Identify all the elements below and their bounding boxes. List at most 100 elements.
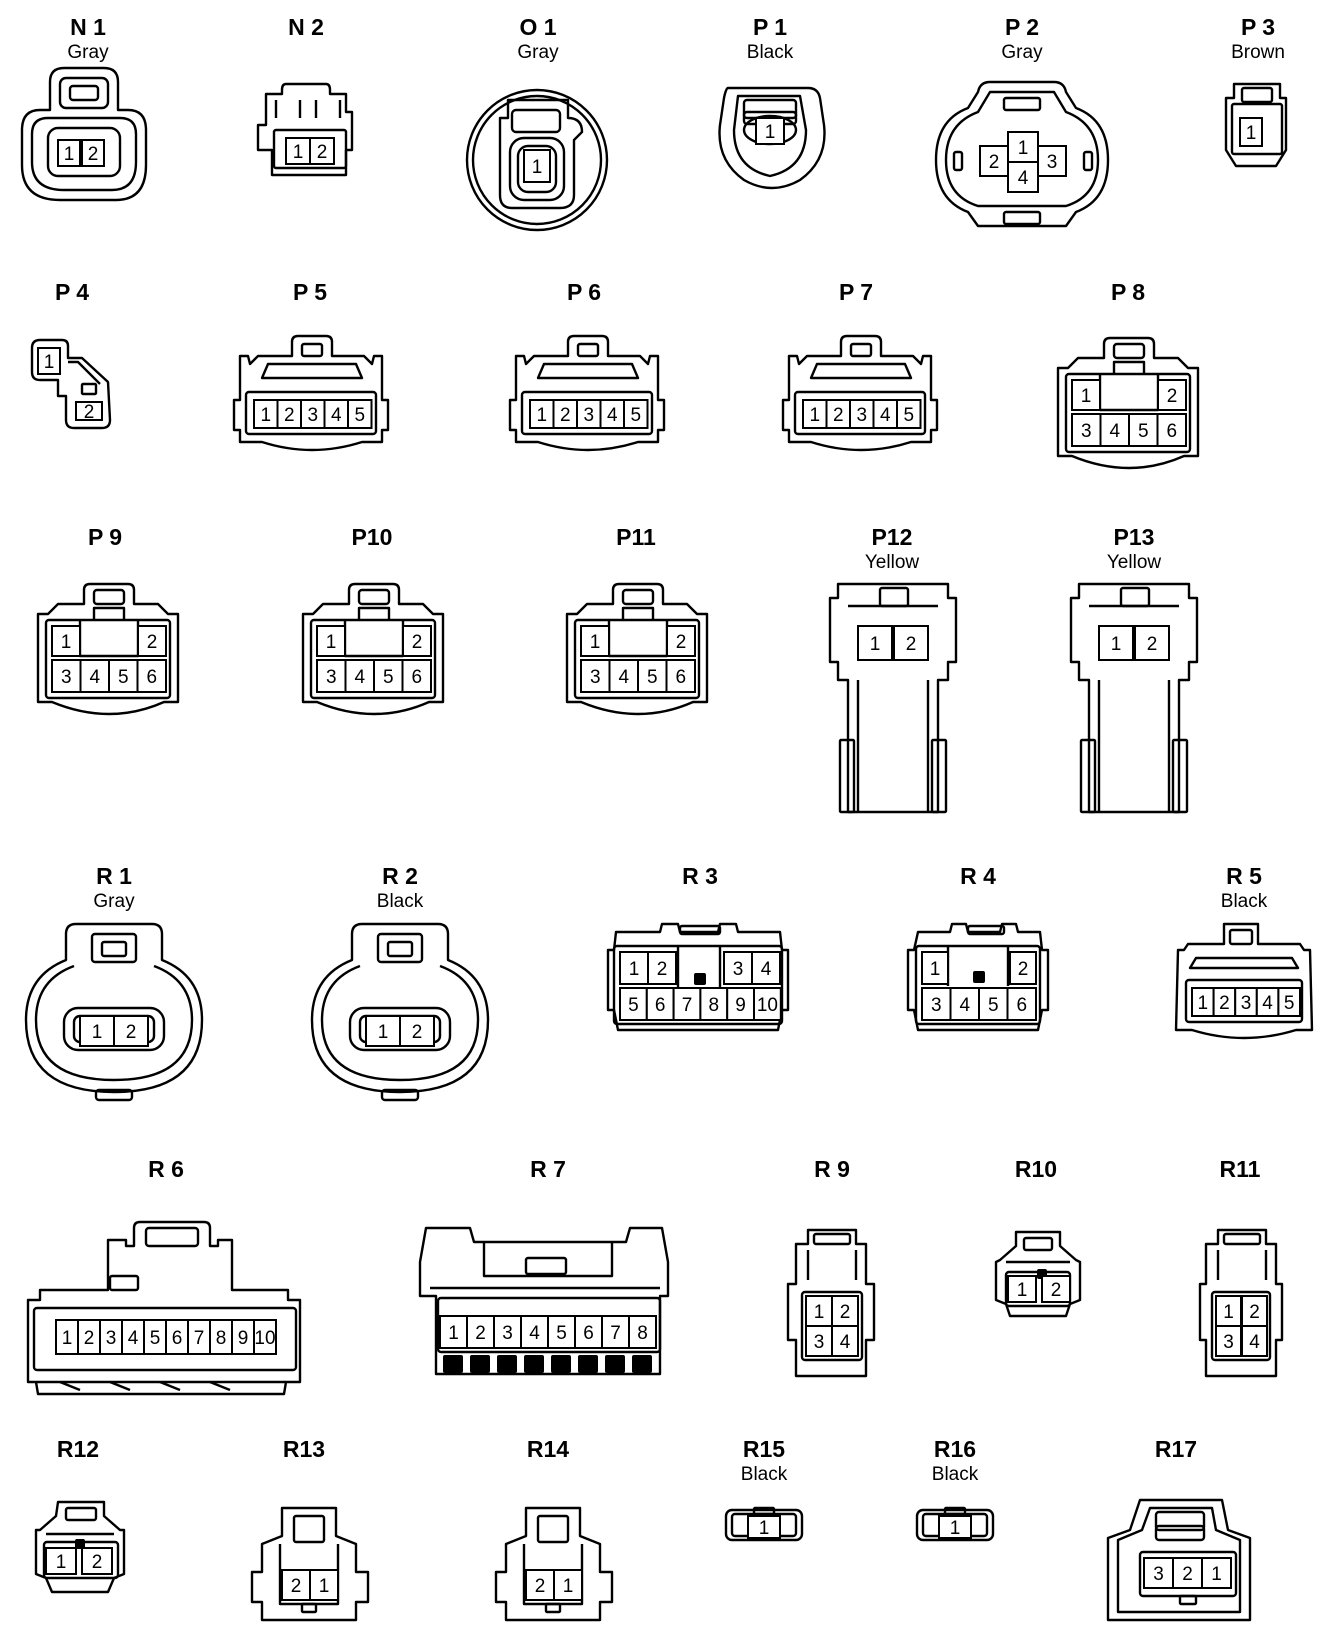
pin-cell xyxy=(45,1547,77,1575)
pin-number: 6 xyxy=(146,667,157,688)
housing-outline xyxy=(30,116,138,192)
pin-cell xyxy=(637,659,668,693)
pin-cell xyxy=(136,659,167,693)
housing-outline xyxy=(497,1355,517,1373)
pin-cell xyxy=(1007,1275,1037,1303)
connector-id: R 2 xyxy=(382,863,418,889)
housing-outline xyxy=(62,1006,166,1052)
pin-number: 3 xyxy=(61,667,72,688)
connector-id: P12 xyxy=(872,524,913,550)
housing-outline xyxy=(524,1256,568,1276)
pin-cell xyxy=(1071,379,1101,411)
housing-outline xyxy=(1002,210,1042,226)
housing-outline xyxy=(966,924,1006,936)
housing-outline xyxy=(1022,1236,1054,1252)
pin-cell xyxy=(805,1325,833,1357)
housing-outline xyxy=(930,738,948,814)
pin-cell xyxy=(309,137,335,165)
housing-outline xyxy=(1056,336,1200,470)
pin-number: 1 xyxy=(61,632,72,653)
housing-outline xyxy=(232,334,390,452)
connector-id: R16 xyxy=(934,1436,976,1462)
pin-cell xyxy=(547,1315,576,1349)
pin-number: 2 xyxy=(906,634,917,655)
pin-cell xyxy=(893,625,929,661)
pin-number: 2 xyxy=(833,405,844,426)
connector-color: Black xyxy=(1221,891,1268,912)
housing-outline xyxy=(605,1355,625,1373)
pin-number: 2 xyxy=(840,1302,851,1323)
housing-outline xyxy=(465,88,609,232)
housing-outline xyxy=(1216,1250,1268,1280)
housing-outline xyxy=(309,618,437,700)
pin-cell xyxy=(628,1315,657,1349)
pin-cell xyxy=(896,399,922,429)
connector-id: R 7 xyxy=(530,1156,566,1182)
housing-outline xyxy=(812,1232,852,1246)
housing-outline xyxy=(578,1355,598,1373)
connector-id: R10 xyxy=(1015,1156,1057,1182)
housing-outline xyxy=(20,66,148,202)
pin-cell xyxy=(399,1015,435,1047)
pin-number: 7 xyxy=(682,995,693,1016)
pin-cell xyxy=(751,951,781,985)
housing-outline xyxy=(944,90,1100,208)
pin-cell xyxy=(747,1515,781,1539)
pin-number: 2 xyxy=(84,402,95,423)
housing-outline xyxy=(520,390,654,436)
housing-outline xyxy=(943,1506,967,1516)
pin-number: 1 xyxy=(1211,1564,1222,1585)
housing-outline xyxy=(292,1514,326,1544)
pin-cell xyxy=(647,951,677,985)
pin-cell xyxy=(1134,625,1170,661)
connector-id: R 5 xyxy=(1226,863,1262,889)
pin-cell xyxy=(81,139,105,167)
pin-number: 6 xyxy=(675,667,686,688)
housing-outline xyxy=(36,582,180,716)
housing-outline xyxy=(68,84,100,102)
housing-outline xyxy=(1178,1594,1198,1606)
pin-number: 1 xyxy=(260,405,271,426)
connector-label: P 9 xyxy=(88,524,122,550)
pin-number: 4 xyxy=(618,667,629,688)
pin-number: 2 xyxy=(1167,386,1178,407)
pin-number: 4 xyxy=(354,667,365,688)
housing-outline xyxy=(536,362,640,380)
pin-cell xyxy=(645,987,675,1021)
pin-cell xyxy=(57,139,81,167)
pin-number: 5 xyxy=(903,405,914,426)
housing-outline xyxy=(26,1220,302,1396)
pin-cell xyxy=(1041,1275,1071,1303)
housing-outline xyxy=(806,1250,858,1280)
connector-color: Black xyxy=(377,891,424,912)
housing-outline xyxy=(482,1242,614,1278)
housing-outline xyxy=(94,1088,134,1102)
pin-cell xyxy=(1157,379,1187,411)
pin-number: 7 xyxy=(194,1328,205,1349)
pin-cell xyxy=(1201,1557,1232,1589)
pin-cell xyxy=(309,1569,339,1601)
pin-cell xyxy=(921,951,949,985)
pin-number: 1 xyxy=(870,634,881,655)
pin-number: 4 xyxy=(128,1328,139,1349)
pin-number: 1 xyxy=(1017,1280,1028,1301)
pin-number: 4 xyxy=(607,405,618,426)
pin-number: 2 xyxy=(317,142,328,163)
pin-number: 5 xyxy=(354,405,365,426)
pin-number: 1 xyxy=(563,1576,574,1597)
housing-outline xyxy=(510,108,562,134)
pin-cell xyxy=(553,1569,583,1601)
pin-cell xyxy=(726,987,756,1021)
connector-label: P 5 xyxy=(293,279,327,305)
